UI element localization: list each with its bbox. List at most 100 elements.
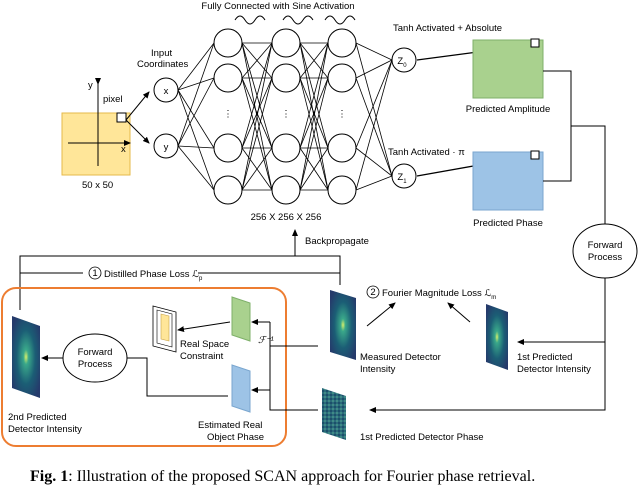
pixel-to-y-arrow — [125, 119, 150, 144]
loss2-label: Fourier Magnitude Loss ℒm — [382, 288, 496, 301]
loss1-number: 1 — [92, 268, 97, 279]
hidden-node-l1-n3 — [213, 133, 243, 163]
output-node-z0 — [391, 47, 417, 73]
z0-label: Z0 — [397, 56, 407, 69]
input-coords-label-2: Coordinates — [137, 59, 188, 70]
input-node-y-label: y — [164, 142, 169, 153]
forward-to-pred1-arrow — [517, 278, 606, 345]
tanh-abs-label: Tanh Activated + Absolute — [393, 23, 502, 34]
network-edge — [299, 42, 329, 79]
measured-intensity-image — [330, 290, 356, 360]
backprop-path — [19, 255, 341, 310]
measured-to-loss2-arrow — [366, 302, 396, 327]
predicted-amplitude-label: Predicted Amplitude — [466, 104, 551, 115]
est-phase-label-2: Object Phase — [207, 432, 264, 443]
measured-label-2: Intensity — [360, 364, 396, 375]
hidden-node-l2-n4 — [271, 175, 301, 205]
hidden-layer-ellipsis: ⋮ — [337, 109, 347, 120]
loss1-badge — [88, 266, 102, 280]
pred1-phase-image — [322, 388, 346, 440]
hidden-node-l2-n3 — [271, 133, 301, 163]
network-edge — [177, 145, 215, 149]
hidden-node-l3-n2 — [327, 63, 357, 93]
hidden-node-l1-n1 — [213, 28, 243, 58]
hidden-node-l2-n1 — [271, 28, 301, 58]
network-edge — [299, 42, 329, 191]
measured-label-1: Measured Detector — [360, 352, 441, 363]
grid-size-label: 50 x 50 — [82, 180, 113, 191]
layers-size-label: 256 X 256 X 256 — [251, 212, 322, 223]
real-space-image — [152, 305, 177, 353]
amplitude-to-realspace-arrow — [177, 321, 231, 333]
phase-pixel-marker — [530, 150, 540, 160]
network-edge — [355, 77, 393, 177]
hidden-node-l3-n1 — [327, 28, 357, 58]
network-nodes: ⋮ ⋮ ⋮ — [213, 28, 357, 205]
tanh-pi-label: Tanh Activated · π — [388, 147, 465, 158]
input-node-x-label: x — [164, 86, 169, 97]
network-edge — [355, 59, 393, 149]
real-space-label-2: Constraint — [180, 351, 224, 362]
network-edge — [299, 77, 329, 149]
network-title: Fully Connected with Sine Activation — [201, 1, 354, 12]
network-edge — [241, 77, 273, 149]
network-edge — [355, 59, 393, 191]
loss2-badge — [366, 285, 380, 299]
input-coords-label-1: Input — [151, 48, 172, 59]
figure-caption: Fig. 1: Illustration of the proposed SCA… — [30, 468, 535, 485]
pred2-label-2: Detector Intensity — [8, 424, 82, 435]
x-axis-label: x — [121, 144, 126, 155]
y-axis-label: y — [88, 80, 93, 91]
forward-process-right-1: Forward — [588, 240, 623, 251]
pixel-label: pixel — [103, 94, 123, 105]
caption-fig-label: Fig. 1 — [30, 468, 68, 485]
z1-label: Z1 — [397, 172, 407, 185]
fft-junction-line — [269, 322, 318, 411]
forward-process-left — [62, 333, 128, 383]
predicted-amplitude-image — [472, 39, 544, 99]
caption-text: : Illustration of the proposed SCAN appr… — [68, 468, 535, 485]
pred1-phase-label: 1st Predicted Detector Phase — [360, 432, 484, 443]
network-edge — [241, 77, 273, 191]
network-edge — [299, 77, 329, 191]
forward-process-right — [572, 223, 638, 279]
network-edge — [177, 145, 215, 191]
network-edge — [355, 59, 393, 79]
network-edge — [241, 42, 273, 79]
hidden-node-l3-n4 — [327, 175, 357, 205]
output-node-z1 — [391, 163, 417, 189]
pred1-intensity-image — [486, 304, 508, 370]
network-edges — [177, 42, 393, 191]
network-edge — [355, 147, 393, 177]
real-space-label-1: Real Space — [180, 339, 229, 350]
network-edge — [177, 42, 215, 147]
phase-to-forward-line — [543, 126, 572, 182]
network-edge — [299, 147, 329, 191]
network-edge — [355, 175, 393, 191]
forward-process-left-1: Forward — [78, 347, 113, 358]
loss1-label: Distilled Phase Loss ℒp — [104, 269, 203, 282]
hidden-layer-ellipsis: ⋮ — [223, 109, 233, 120]
forward-process-left-2: Process — [78, 359, 113, 370]
pred2-intensity-image — [12, 316, 40, 398]
distillation-box — [1, 287, 287, 447]
forward-process-right-2: Process — [588, 252, 623, 263]
network-edge — [241, 42, 273, 149]
input-grid — [61, 112, 131, 176]
loss2-number: 2 — [370, 287, 375, 298]
pred1-label-2: Detector Intensity — [517, 364, 591, 375]
network-edge — [177, 77, 215, 91]
real-amplitude-image — [231, 296, 251, 342]
pred1-label-1: 1st Predicted — [517, 352, 572, 363]
network-edge — [299, 42, 329, 149]
est-phase-label-1: Estimated Real — [198, 420, 262, 431]
hidden-layer-ellipsis: ⋮ — [281, 109, 291, 120]
network-edge — [241, 42, 273, 191]
pixel-to-x-arrow — [125, 91, 150, 121]
predicted-phase-image — [472, 151, 544, 211]
network-edge — [241, 147, 273, 191]
inverse-fourier-label: ℱ⁻¹ — [258, 335, 274, 346]
network-edge — [355, 42, 393, 61]
network-edge — [177, 77, 215, 147]
